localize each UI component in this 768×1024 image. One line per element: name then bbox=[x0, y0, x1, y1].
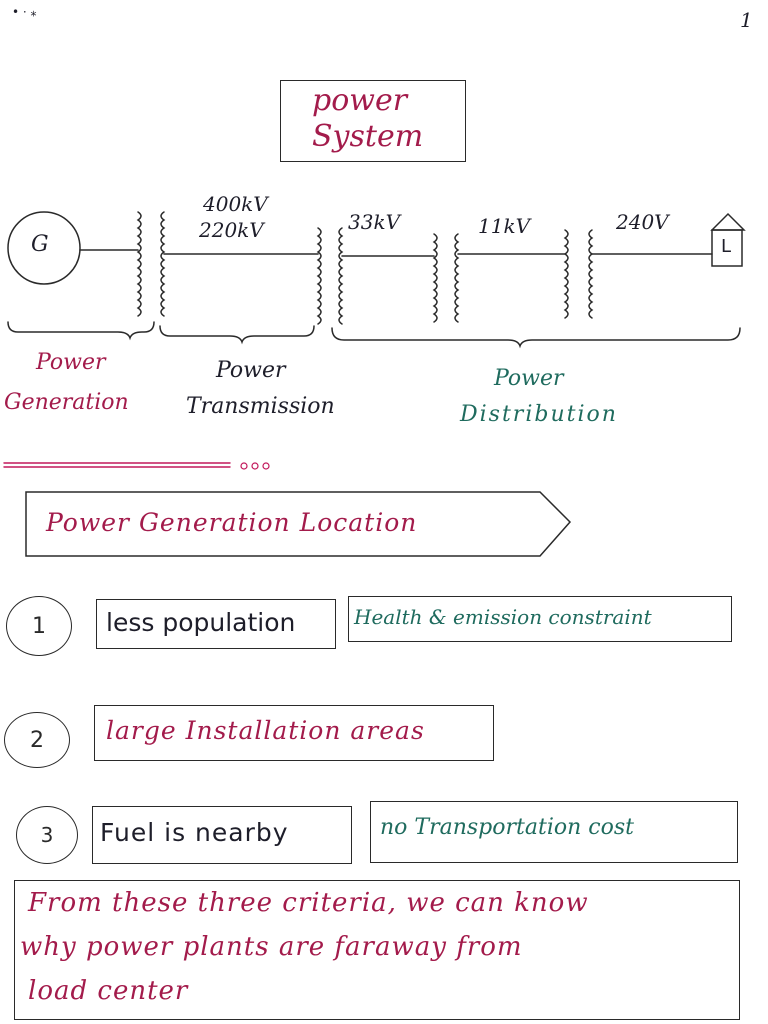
transformer-2-primary bbox=[316, 227, 322, 325]
brace-distribution bbox=[331, 327, 741, 349]
criterion-2-number: 2 bbox=[4, 712, 70, 768]
voltage-220kv: 220kV bbox=[199, 218, 264, 242]
title-line-2: System bbox=[312, 119, 424, 154]
conclusion-box bbox=[14, 880, 740, 1020]
title-box bbox=[280, 80, 466, 162]
criterion-2-label: large Installation areas bbox=[106, 716, 425, 745]
transformer-4-primary bbox=[563, 229, 569, 319]
load-box bbox=[711, 229, 743, 267]
criterion-1-box bbox=[96, 599, 336, 649]
voltage-400kv: 400kV bbox=[203, 192, 268, 216]
page-number: 1 bbox=[740, 8, 753, 32]
divider-dot-1 bbox=[240, 462, 248, 470]
voltage-240v: 240V bbox=[616, 210, 669, 234]
power-system-diagram bbox=[3, 211, 746, 470]
divider-dot-2 bbox=[251, 462, 259, 470]
brace-generation bbox=[7, 321, 155, 341]
voltage-33kv: 33kV bbox=[348, 210, 401, 234]
section-heading: Power Generation Location bbox=[46, 508, 418, 537]
criterion-1-label: less population bbox=[106, 608, 296, 637]
stage-generation-line2: Generation bbox=[4, 390, 129, 415]
transformer-1-primary bbox=[136, 211, 142, 317]
conclusion-line-1: From these three criteria, we can know bbox=[28, 888, 589, 918]
stage-distribution-line1: Power bbox=[494, 366, 564, 391]
conclusion-line-3: load center bbox=[28, 976, 189, 1006]
transformer-3-secondary bbox=[454, 233, 460, 323]
conclusion-line-2: why power plants are faraway from bbox=[20, 932, 523, 962]
stage-transmission-line1: Power bbox=[216, 358, 286, 383]
voltage-11kv: 11kV bbox=[478, 214, 531, 238]
generator-symbol bbox=[7, 211, 81, 285]
criterion-3-note-box bbox=[370, 801, 738, 863]
divider-dot-3 bbox=[262, 462, 270, 470]
criterion-3-box bbox=[92, 806, 352, 864]
criterion-2-box bbox=[94, 705, 494, 761]
load-label: L bbox=[721, 236, 732, 257]
criterion-1-note: Health & emission constraint bbox=[354, 605, 652, 629]
criterion-3-label: Fuel is nearby bbox=[100, 818, 289, 847]
title-line-1: power bbox=[312, 83, 408, 118]
stage-transmission-line2: Transmission bbox=[186, 394, 335, 419]
stage-generation-line1: Power bbox=[36, 350, 106, 375]
transformer-2-secondary bbox=[338, 227, 344, 325]
criterion-3-number: 3 bbox=[16, 806, 78, 864]
brace-transmission bbox=[159, 325, 315, 345]
transformer-4-secondary bbox=[588, 229, 594, 319]
transformer-3-primary bbox=[432, 233, 438, 323]
stage-distribution-line2: Distribution bbox=[460, 402, 618, 427]
load-triangle bbox=[710, 212, 746, 231]
criterion-1-number: 1 bbox=[6, 596, 72, 656]
criterion-1-note-box bbox=[348, 596, 732, 642]
generator-label: G bbox=[31, 232, 49, 257]
transformer-1-secondary bbox=[160, 211, 166, 317]
corner-marks: • ⋅ ⁎ bbox=[12, 5, 37, 19]
criterion-3-note: no Transportation cost bbox=[380, 815, 634, 840]
